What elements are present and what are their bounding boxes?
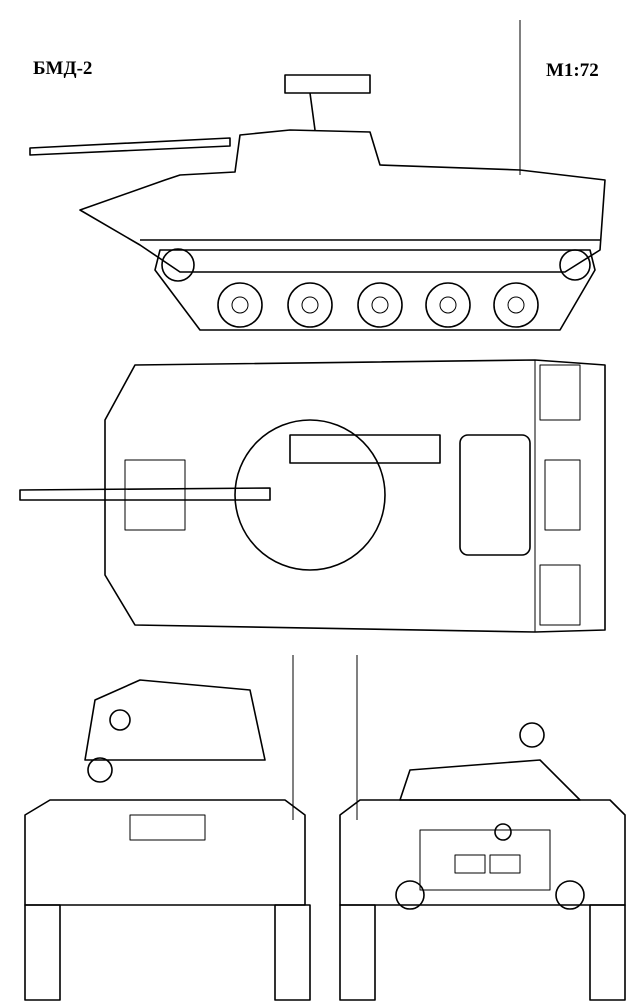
top-cannon (19, 487, 271, 501)
side-road-wheels (161, 248, 591, 328)
top-atgm-launcher (289, 434, 441, 464)
side-cannon (29, 137, 231, 156)
front-right-track (274, 904, 311, 1001)
vehicle-title: БМД-2 (33, 58, 93, 79)
top-turret (234, 419, 386, 571)
rear-view (339, 655, 626, 1001)
rear-door (419, 829, 551, 891)
front-left-track (24, 904, 61, 1001)
top-view (19, 359, 606, 633)
top-grille (124, 459, 186, 531)
front-hull (24, 799, 306, 906)
scale-label: M1:72 (546, 60, 599, 81)
side-view (29, 20, 606, 331)
front-cannon-muzzle (87, 757, 113, 783)
rear-left-track (339, 904, 376, 1001)
side-track (154, 249, 596, 331)
rear-turret (399, 759, 581, 801)
top-hull (104, 359, 606, 633)
front-turret (84, 679, 266, 761)
top-hatch (459, 434, 531, 556)
side-atgm-launcher (284, 74, 371, 94)
rear-right-track (589, 904, 626, 1001)
side-hull (79, 129, 606, 273)
front-view (24, 655, 311, 1001)
